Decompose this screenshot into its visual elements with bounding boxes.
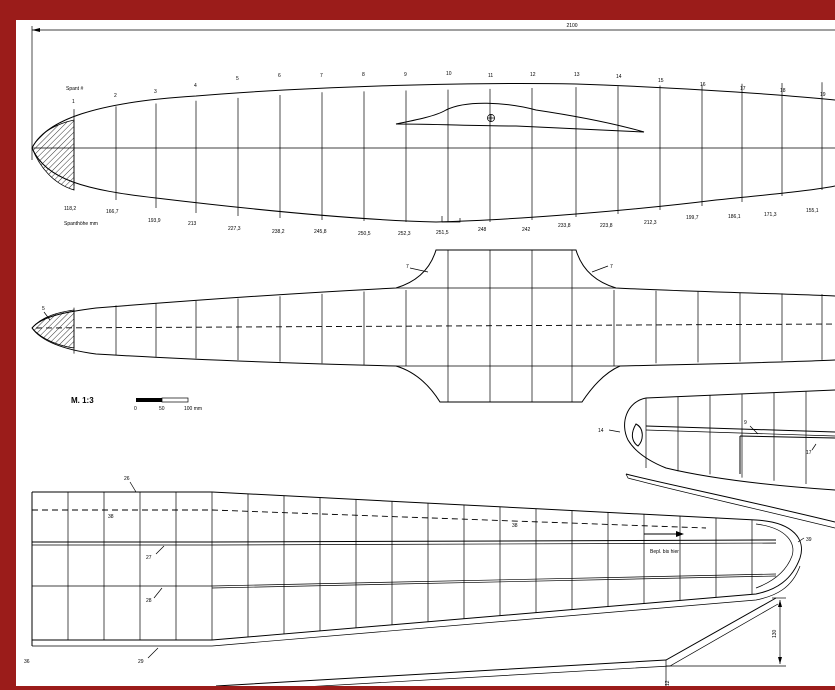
spant-number: 13 (574, 72, 580, 78)
spant-number: 5 (236, 76, 239, 82)
spant-number: 4 (194, 83, 197, 89)
scalebar-white (161, 397, 189, 403)
spant-height-value: 242 (522, 227, 531, 233)
fuselage-side-top-contour (31, 83, 835, 149)
tail-label-17: 17 (806, 450, 812, 456)
wing-planform-view: Bepl. bis hier 26 38 38 27 28 29 36 39 (24, 476, 812, 665)
spant-height-value: 199,7 (686, 215, 699, 221)
spant-height-value: 252,3 (398, 231, 411, 237)
scalebar-black (136, 398, 162, 402)
wing-label-38-left: 38 (108, 514, 114, 520)
fuselage-top-centerline (35, 323, 835, 329)
tail-label-14: 14 (598, 428, 604, 434)
spant-height-value: 250,5 (358, 231, 371, 237)
tail-lower-skin (625, 473, 835, 523)
spant-number: 3 (154, 89, 157, 95)
spant-header: Spant # (66, 86, 83, 92)
fuselage-top-lower-contour (31, 327, 835, 403)
spant-height-value: 238,2 (272, 229, 285, 235)
wing-ribs (67, 492, 753, 640)
tail-outline-upper (645, 389, 835, 399)
spant-number: 7 (320, 73, 323, 79)
wing-sheeting-dashed-line (211, 509, 707, 529)
spant-height-value: 155,1 (806, 208, 819, 214)
spant-height-value: 213 (188, 221, 197, 227)
spant-number: 15 (658, 78, 664, 84)
scale-block: M. 1:3 0 50 100 mm (71, 396, 202, 412)
spant-number: 17 (740, 86, 746, 92)
spant-height-value: 248 (478, 227, 487, 233)
dihedral-small-dimension-label: 12 (665, 680, 671, 686)
dihedral-lower-line (215, 597, 777, 686)
wing-label-38-right: 38 (512, 523, 518, 529)
top-view-label-7-left: 7 (406, 264, 409, 270)
spant-number: 11 (488, 73, 493, 79)
overall-length-dimension: 2100 (31, 23, 835, 160)
top-view-label-5: 5 (42, 306, 45, 312)
tail-outline-lower (624, 397, 835, 491)
spant-number: 16 (700, 82, 706, 88)
spant-height-value: 171,3 (764, 212, 777, 218)
fuselage-top-nose-hatched (31, 309, 75, 349)
wing-trailing-edge-inner (32, 565, 801, 647)
wing-label-27: 27 (146, 555, 152, 561)
spant-number: 2 (114, 93, 117, 99)
spant-height-value: 251,5 (436, 230, 449, 236)
scalebar-tick-100: 100 mm (184, 406, 202, 412)
fuselage-top-upper-contour (31, 249, 835, 329)
spant-number: 12 (530, 72, 536, 78)
spant-height-value: 118,2 (64, 206, 76, 212)
fuselage-side-bottom-contour (31, 147, 835, 223)
wing-label-28: 28 (146, 598, 152, 604)
fuselage-top-view: 5 7 7 (31, 249, 835, 403)
spant-number: 9 (404, 72, 407, 78)
tail-ribs (645, 391, 807, 484)
spant-height-value: 233,8 (558, 223, 571, 229)
wing-dihedral-detail: 130 12 (215, 597, 786, 686)
spant-height-value: 223,8 (600, 223, 613, 229)
spant-number: 19 (820, 92, 826, 98)
spant-number: 8 (362, 72, 365, 78)
wing-root-airfoil (395, 102, 645, 133)
spant-height-value: 186,1 (728, 214, 741, 220)
spant-number: 10 (446, 71, 452, 77)
spant-height-value: 245,8 (314, 229, 327, 235)
fuselage-side-frames (73, 82, 823, 222)
spant-number: 18 (780, 88, 786, 94)
spant-number: 14 (616, 74, 622, 80)
scale-label: M. 1:3 (71, 396, 94, 405)
spant-height-header: Spanthöhe mm (64, 221, 98, 227)
tail-cutout (631, 423, 643, 447)
wing-outline (32, 491, 802, 641)
spant-height-value: 212,3 (644, 220, 657, 226)
spant-height-value: 193,9 (148, 218, 161, 224)
fuselage-top-frames (73, 250, 823, 402)
sheeting-note: Bepl. bis hier (650, 549, 679, 555)
scalebar-tick-50: 50 (159, 406, 165, 412)
spant-heights: 118,2 166,7 193,9 213 227,3 238,2 245,8 250,5 25… (64, 206, 819, 237)
wing-label-39: 39 (806, 537, 812, 543)
wing-label-29: 29 (138, 659, 144, 665)
spant-number: 1 (72, 99, 75, 105)
wing-rear-spar (211, 573, 777, 587)
tow-hook (441, 216, 461, 223)
wing-main-spar (211, 539, 777, 543)
fuselage-nose-hatched (31, 119, 75, 191)
spant-number: 6 (278, 73, 281, 79)
wing-label-36: 36 (24, 659, 30, 665)
top-view-label-7-right: 7 (610, 264, 613, 270)
spant-height-value: 227,3 (228, 226, 241, 232)
dihedral-dimension-label: 130 (772, 629, 778, 638)
wing-label-26: 26 (124, 476, 130, 482)
tail-detail-view: 14 9 17 (598, 389, 835, 529)
spant-height-value: 166,7 (106, 209, 119, 215)
overall-length-label: 2100 (566, 23, 577, 29)
scalebar-tick-0: 0 (134, 406, 137, 412)
tail-label-9: 9 (744, 420, 747, 426)
